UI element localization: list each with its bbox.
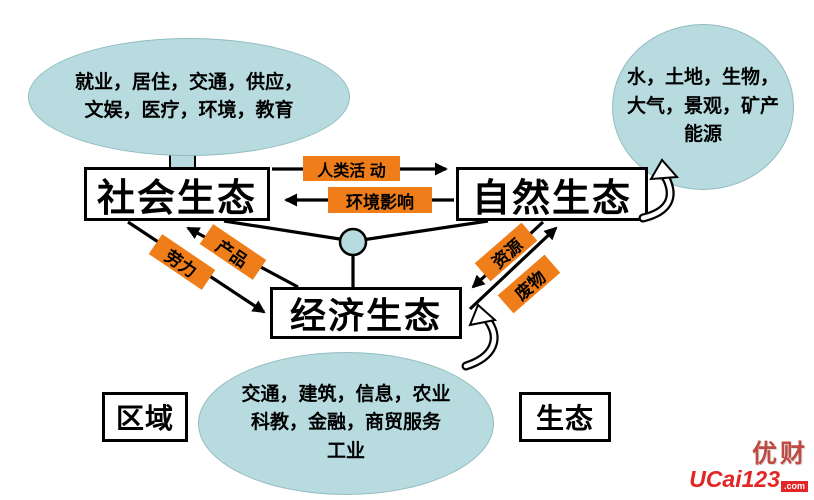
flow-label-human-activity: 人类活 动: [303, 156, 400, 181]
social-detail-line: 就业，居住，交通，供应，: [74, 71, 303, 93]
node-natural-label: 自然生态: [471, 177, 632, 220]
junction-line-natural: [361, 219, 489, 242]
node-region-label: 区域: [115, 403, 174, 434]
junction-circle: [338, 227, 368, 257]
node-economic-label: 经济生态: [289, 295, 442, 336]
economic-detail-line: 工业: [326, 440, 365, 462]
natural-detail-line: 能源: [683, 124, 722, 146]
flow-env-impact-text: 环境影响: [346, 192, 414, 212]
social-detail-line: 文娱，医疗，环境，教育: [84, 100, 294, 121]
node-natural-ecology: 自然生态: [456, 167, 648, 221]
node-social-label: 社会生态: [96, 177, 257, 220]
flow-human-activity-text: 人类活 动: [317, 162, 386, 180]
node-region: 区域: [102, 392, 188, 442]
natural-detail-line: 水，土地，生物，: [626, 67, 779, 89]
flow-labor-text: 劳力: [161, 246, 201, 282]
watermark-site: UCai123: [689, 466, 780, 493]
natural-detail-line: 大气，景观，矿产: [626, 95, 779, 117]
watermark-site-row: UCai123.com: [689, 467, 808, 492]
flow-label-env-impact: 环境影响: [328, 187, 432, 213]
social-detail-ellipse: 就业，居住，交通，供应， 文娱，医疗，环境，教育: [28, 38, 350, 156]
watermark-suffix: .com: [780, 480, 808, 492]
curved-arrow-economic-to-ellipse: [461, 303, 499, 371]
flow-resources-text: 资源: [488, 235, 527, 272]
node-economic-ecology: 经济生态: [270, 287, 462, 339]
node-social-ecology: 社会生态: [84, 167, 270, 221]
natural-detail-ellipse: 水，土地，生物， 大气，景观，矿产 能源: [612, 24, 794, 190]
economic-detail-ellipse: 交通，建筑，信息，农业 科教，金融，商贸服务 工业: [198, 352, 494, 495]
flow-products-text: 产品: [212, 236, 252, 272]
watermark: 优财 UCai123.com: [689, 441, 808, 492]
economic-detail-line: 科教，金融，商贸服务: [250, 412, 441, 434]
economic-detail-line: 交通，建筑，信息，农业: [241, 383, 451, 405]
flow-waste-text: 废物: [511, 267, 550, 304]
node-ecology-label: 生态: [535, 403, 594, 434]
junction-line-social: [223, 219, 347, 242]
node-ecology: 生态: [519, 392, 611, 442]
watermark-brand: 优财: [751, 439, 808, 468]
